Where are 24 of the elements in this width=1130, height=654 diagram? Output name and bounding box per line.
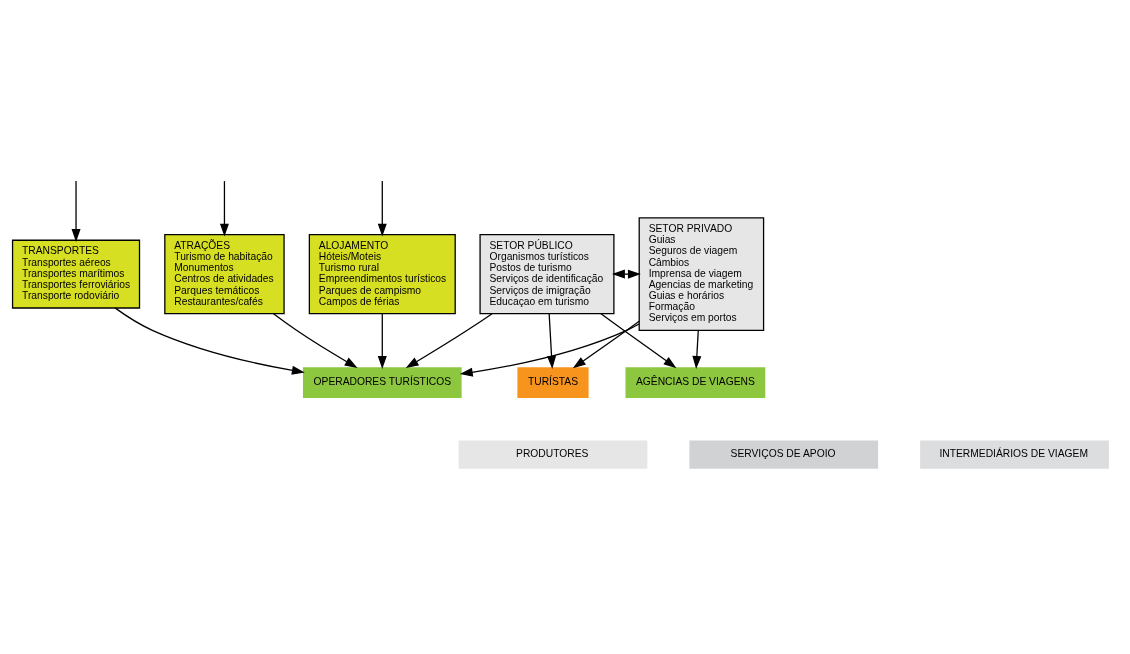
arrow — [272, 313, 358, 368]
arrow — [547, 313, 557, 369]
legend-label: INTERMEDIÁRIOS DE VIAGEM — [939, 448, 1088, 460]
arrow — [405, 313, 493, 369]
node-box: ATRAÇÕES Turismo de habitação Monumentos Centros de atividades Parques temáticos Restaurantes/cafés — [164, 234, 285, 315]
arrow — [219, 180, 229, 237]
arrow — [612, 269, 641, 279]
arrow — [600, 313, 677, 369]
node-box: ALOJAMENTO Hóteis/Moteis Turismo rural Empreendimentos turísticos Parques de campismo Campos de férias — [308, 234, 456, 315]
arrow — [71, 180, 81, 242]
node-box: OPERADORES TURÍSTICOS — [302, 367, 462, 399]
legend-label: SERVIÇOS DE APOIO — [730, 448, 836, 460]
arrow — [572, 320, 640, 369]
node-box: AGÊNCIAS DE VIAGENS — [625, 367, 766, 399]
arrow — [692, 329, 702, 369]
arrow — [377, 313, 387, 369]
node-box: SETOR PRIVADO Guias Seguros de viagem Câmbios Imprensa de viagem Agencias de marketing Guias e horários Formação Serviços em portos — [638, 217, 765, 331]
arrow — [114, 307, 305, 375]
node-box: TRANSPORTES Transportes aéreos Transportes marítimos Transportes ferroviários Transporte rodoviário — [11, 239, 141, 309]
node-box: TURÍSTAS — [517, 367, 589, 399]
legend-label: PRODUTORES — [516, 448, 589, 460]
node-box: SETOR PÚBLICO Organismos turísticos Postos de turismo Serviços de identificação Serviços de imigração Educaçao em turismo — [479, 234, 615, 315]
arrow — [459, 323, 640, 377]
arrow — [377, 180, 387, 237]
